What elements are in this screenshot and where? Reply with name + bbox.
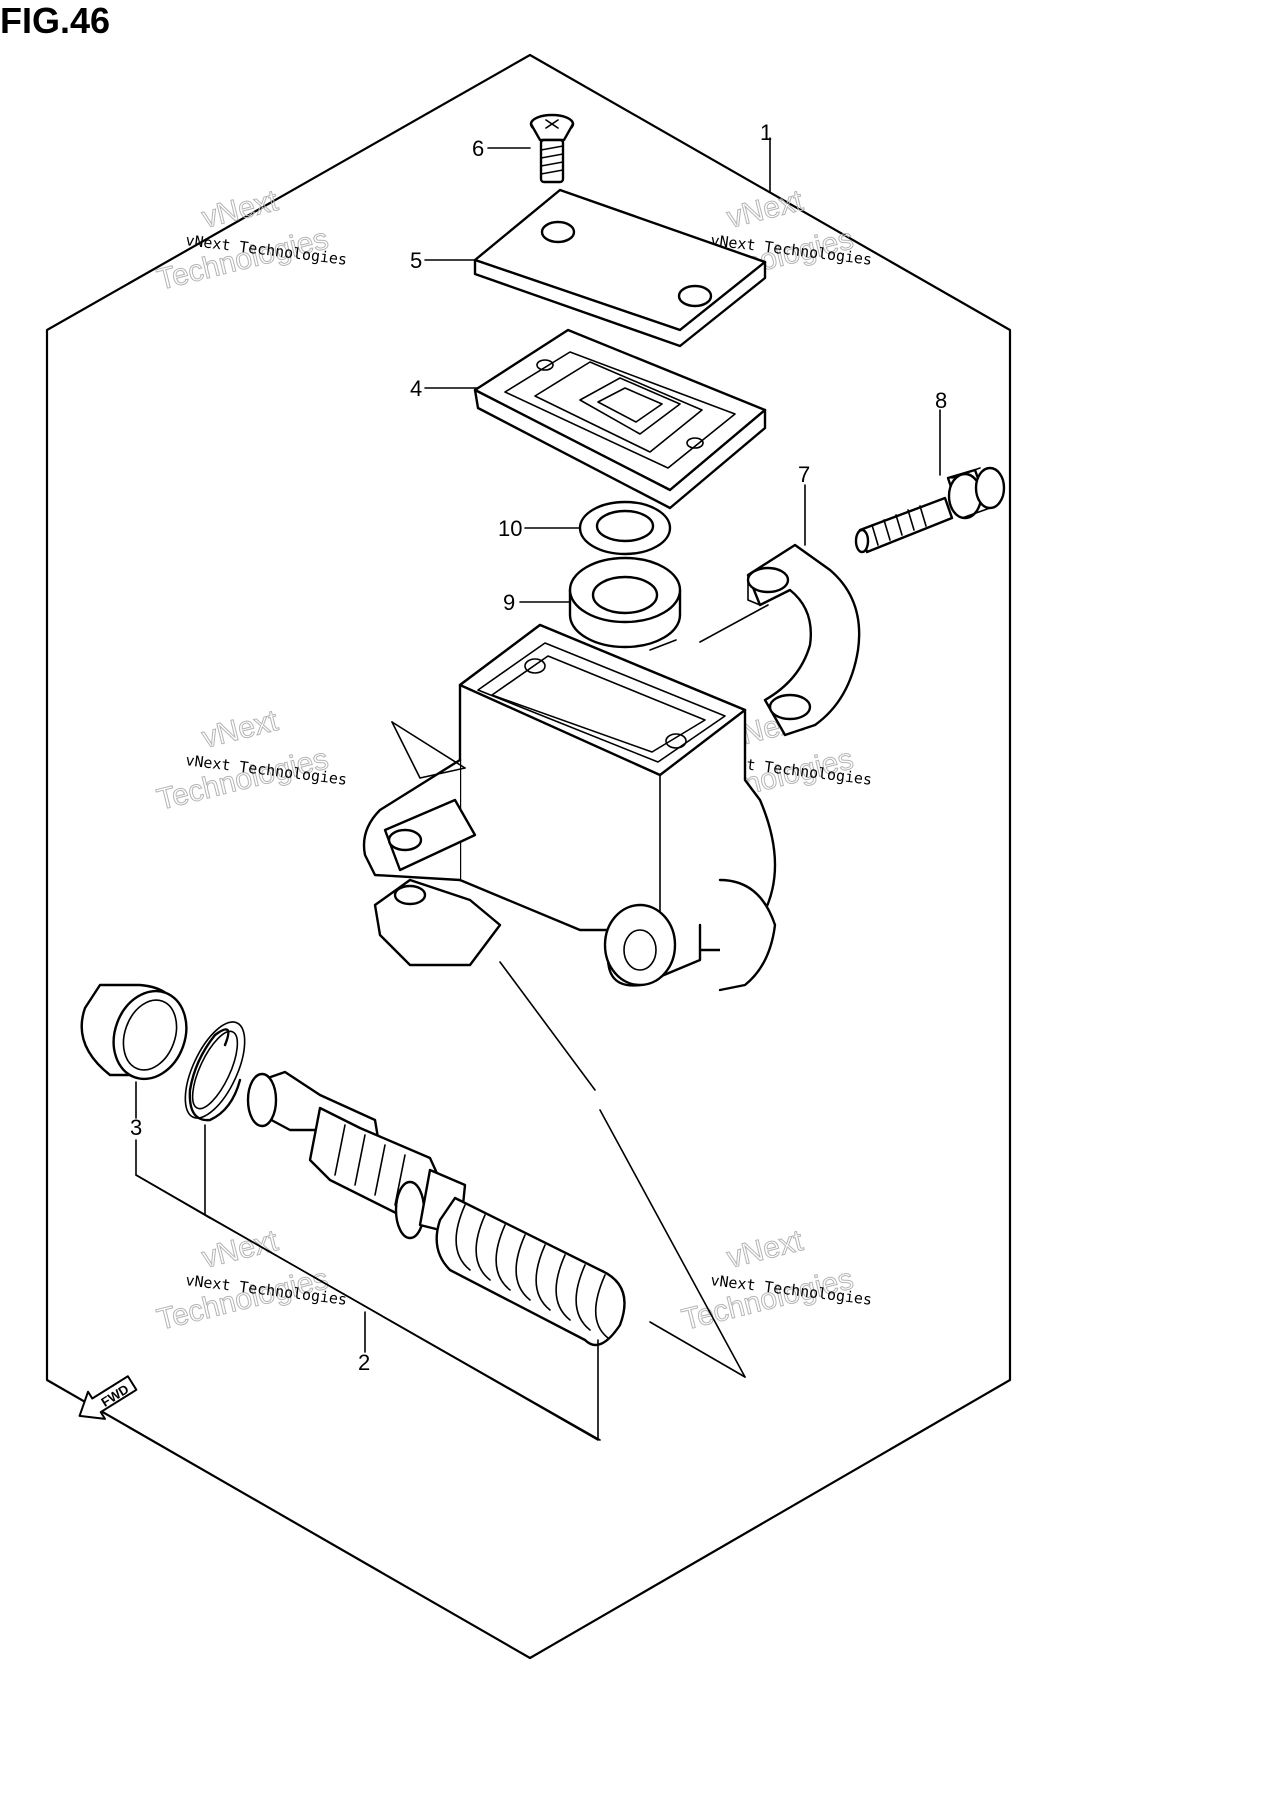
svg-text:vNext: vNext xyxy=(724,184,807,235)
part-2-piston-spring xyxy=(246,1070,626,1347)
svg-text:vNext: vNext xyxy=(724,1224,807,1275)
part-9-seal xyxy=(568,556,682,649)
part-3-boot xyxy=(80,983,188,1081)
part-7-clamp xyxy=(746,543,861,737)
part-10-washer xyxy=(578,500,672,556)
watermark-bottom-right: vNext Technologies vNext Technologies xyxy=(678,1224,873,1338)
part-6-screw xyxy=(529,113,575,184)
callout-leaders xyxy=(135,137,941,1441)
svg-text:vNext: vNext xyxy=(199,1224,282,1275)
callout-4: 4 xyxy=(410,376,422,401)
callout-6: 6 xyxy=(472,136,484,161)
svg-text:vNext: vNext xyxy=(199,184,282,235)
callout-8: 8 xyxy=(935,388,947,413)
callout-5: 5 xyxy=(410,248,422,273)
callout-2: 2 xyxy=(358,1350,370,1375)
callout-3: 3 xyxy=(130,1115,142,1140)
assembly-leaders xyxy=(391,721,746,1378)
callout-1: 1 xyxy=(760,120,772,145)
part-5-reservoir-cap xyxy=(473,188,767,348)
part-4-diaphragm xyxy=(473,328,767,510)
callout-7: 7 xyxy=(798,462,810,487)
part-1-master-cylinder-body xyxy=(362,604,777,992)
callout-10: 10 xyxy=(498,516,522,541)
part-8-bolt xyxy=(854,466,1006,554)
callout-9: 9 xyxy=(503,590,515,615)
watermark-mid-left: vNext Technologies vNext Technologies xyxy=(153,704,348,818)
assembly-outline xyxy=(45,53,1012,1660)
svg-text:vNext: vNext xyxy=(199,704,282,755)
figure-title: FIG.46 xyxy=(0,0,111,41)
circlip xyxy=(184,1021,246,1122)
watermark-top-left: vNext Technologies vNext Technologies xyxy=(153,184,348,298)
